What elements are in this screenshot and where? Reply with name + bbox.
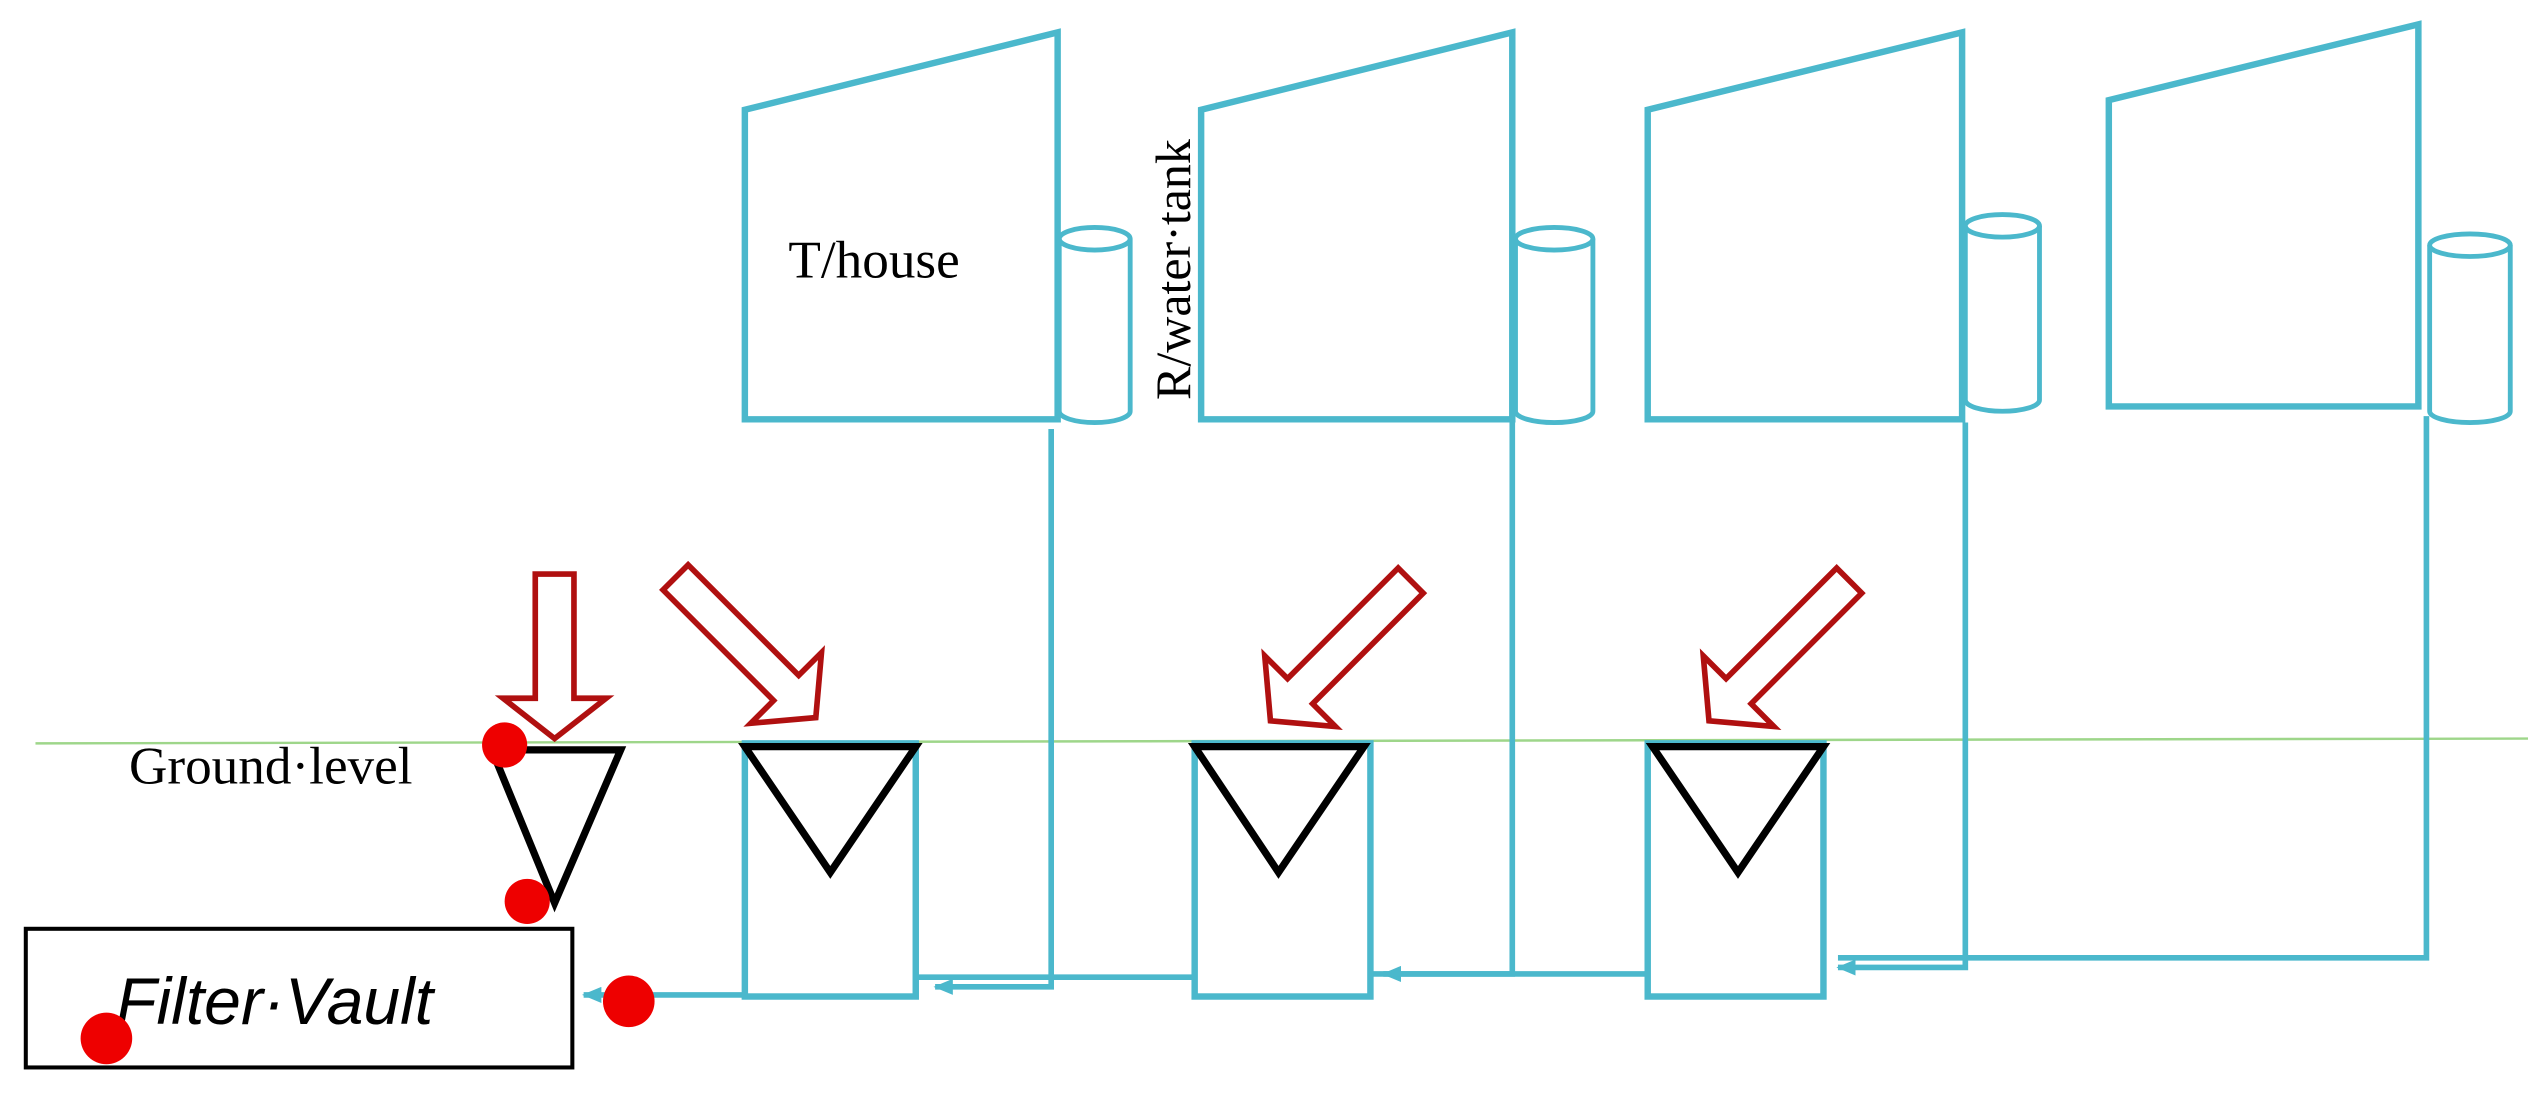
downpipe	[1381, 422, 1516, 982]
inlet-triangle-icon	[486, 746, 627, 913]
flow-arrow-icon	[659, 560, 825, 727]
flow-arrow-icon	[1699, 564, 1866, 731]
downpipe	[1836, 422, 1969, 976]
tank-icon	[1962, 212, 2042, 414]
red-marker-icon	[602, 975, 655, 1028]
inlet-triangle-icon	[1187, 742, 1371, 879]
house-icon	[2105, 20, 2422, 410]
flow-arrow-icon	[494, 571, 615, 743]
red-marker-icon	[504, 878, 550, 924]
house-icon	[741, 28, 1061, 423]
house-icon	[1197, 28, 1516, 423]
downpipe	[1837, 416, 2430, 961]
inlet-triangle-icon	[738, 742, 923, 879]
house-icon	[1644, 28, 1966, 423]
tank-icon	[2427, 231, 2513, 425]
red-marker-icon	[80, 1012, 133, 1065]
red-marker-icon	[482, 722, 528, 768]
downpipe	[933, 429, 1055, 995]
tank-label: R/water·tank	[1145, 139, 1201, 400]
tank-icon	[1513, 225, 1596, 425]
house-label: T/house	[788, 230, 959, 289]
flow-arrow-icon	[1261, 564, 1428, 731]
ground-level-label: Ground·level	[129, 737, 413, 796]
tank-icon	[1056, 225, 1133, 425]
filter-vault-label: Filter·Vault	[116, 965, 436, 1039]
inlet-triangle-icon	[1645, 742, 1831, 879]
